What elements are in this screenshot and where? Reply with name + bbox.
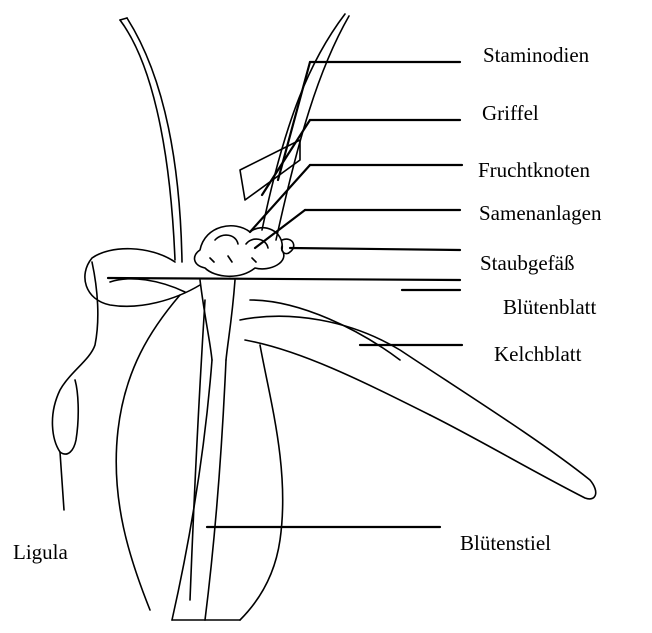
- label-staubgefass: Staubgefäß: [480, 253, 574, 274]
- label-samenanlagen: Samenanlagen: [479, 203, 601, 224]
- label-griffel: Griffel: [482, 103, 539, 124]
- ligula-drawing: [52, 262, 97, 510]
- right-staminode-drawing: [240, 14, 349, 240]
- label-ligula: Ligula: [13, 542, 68, 563]
- left-staminode-drawing: [120, 18, 182, 262]
- label-kelchblatt: Kelchblatt: [494, 344, 581, 365]
- label-fruchtknoten: Fruchtknoten: [478, 160, 590, 181]
- ovary-cluster-drawing: [195, 226, 294, 276]
- label-staminodien: Staminodien: [483, 45, 589, 66]
- label-bluetenblatt: Blütenblatt: [503, 297, 596, 318]
- label-bluetenstiel: Blütenstiel: [460, 533, 551, 554]
- left-sepal-drawing: [116, 295, 205, 610]
